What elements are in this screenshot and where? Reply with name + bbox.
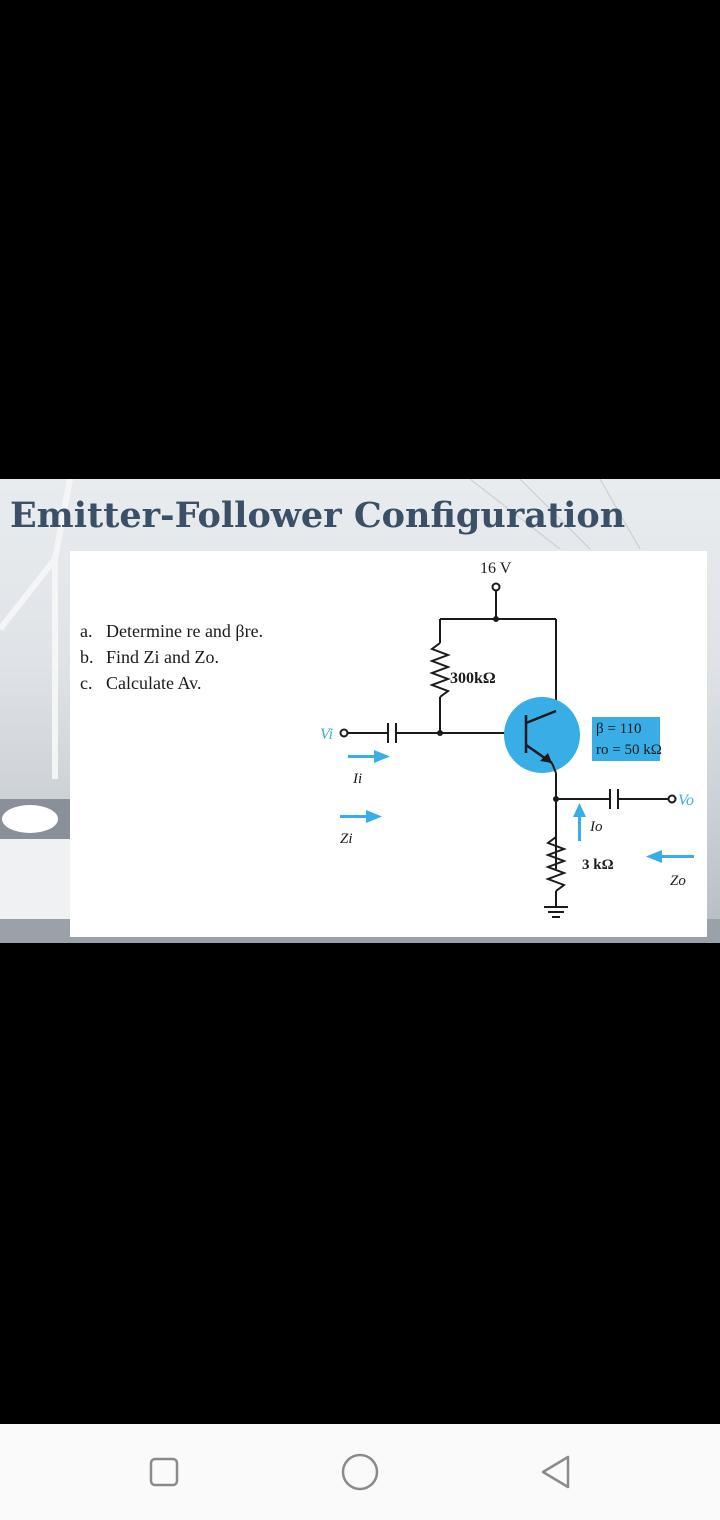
zi-label: Zi <box>340 831 353 847</box>
slide-image: Emitter-Follower Configuration a. Determi… <box>0 479 720 943</box>
square-recents-icon <box>149 1457 179 1487</box>
base-resistor <box>429 642 451 698</box>
base-resistor-label: 300kΩ <box>450 670 496 687</box>
circuit-diagram: 16 V 300kΩ β = 110 ro = 50 kΩ Vi Ii Zi V… <box>320 560 694 918</box>
back-button[interactable] <box>526 1446 586 1498</box>
question-letter: c. <box>80 673 93 693</box>
recents-button[interactable] <box>134 1446 194 1498</box>
question-text: Determine re and βre. <box>106 621 264 641</box>
supply-label: 16 V <box>480 560 512 577</box>
circle-home-icon <box>341 1453 379 1491</box>
question-text: Calculate Av. <box>106 673 202 693</box>
slide-title: Emitter-Follower Configuration <box>10 495 626 536</box>
question-letter: a. <box>80 621 93 641</box>
vi-terminal <box>339 728 349 738</box>
question-a: a. Determine re and βre. <box>80 621 263 647</box>
emitter-resistor-label: 3 kΩ <box>582 857 614 873</box>
question-list: a. Determine re and βre. b. Find Zi and Zo… <box>80 621 263 699</box>
question-letter: b. <box>80 647 94 667</box>
vo-label: Vo <box>678 792 694 809</box>
system-navigation-bar <box>0 1424 720 1520</box>
transistor-highlight <box>504 697 580 773</box>
ro-label: ro = 50 kΩ <box>596 742 662 758</box>
io-label: Io <box>589 819 603 835</box>
circuit-figure: a. Determine re and βre. b. Find Zi and Zo… <box>70 551 707 937</box>
vi-label: Vi <box>320 726 333 743</box>
emitter-resistor <box>545 836 567 892</box>
triangle-back-icon <box>541 1455 570 1489</box>
image-viewer: Emitter-Follower Configuration a. Determi… <box>0 479 720 943</box>
beta-label: β = 110 <box>596 721 642 737</box>
ii-label: Ii <box>352 771 362 787</box>
supply-terminal <box>491 582 501 592</box>
question-c: c. Calculate Av. <box>80 673 263 699</box>
question-b: b. Find Zi and Zo. <box>80 647 263 673</box>
home-button[interactable] <box>330 1446 390 1498</box>
vo-terminal <box>667 794 677 804</box>
current-arrows <box>340 750 694 863</box>
transistor-params-box <box>592 717 660 761</box>
question-text: Find Zi and Zo. <box>106 647 219 667</box>
zo-label: Zo <box>670 873 686 889</box>
